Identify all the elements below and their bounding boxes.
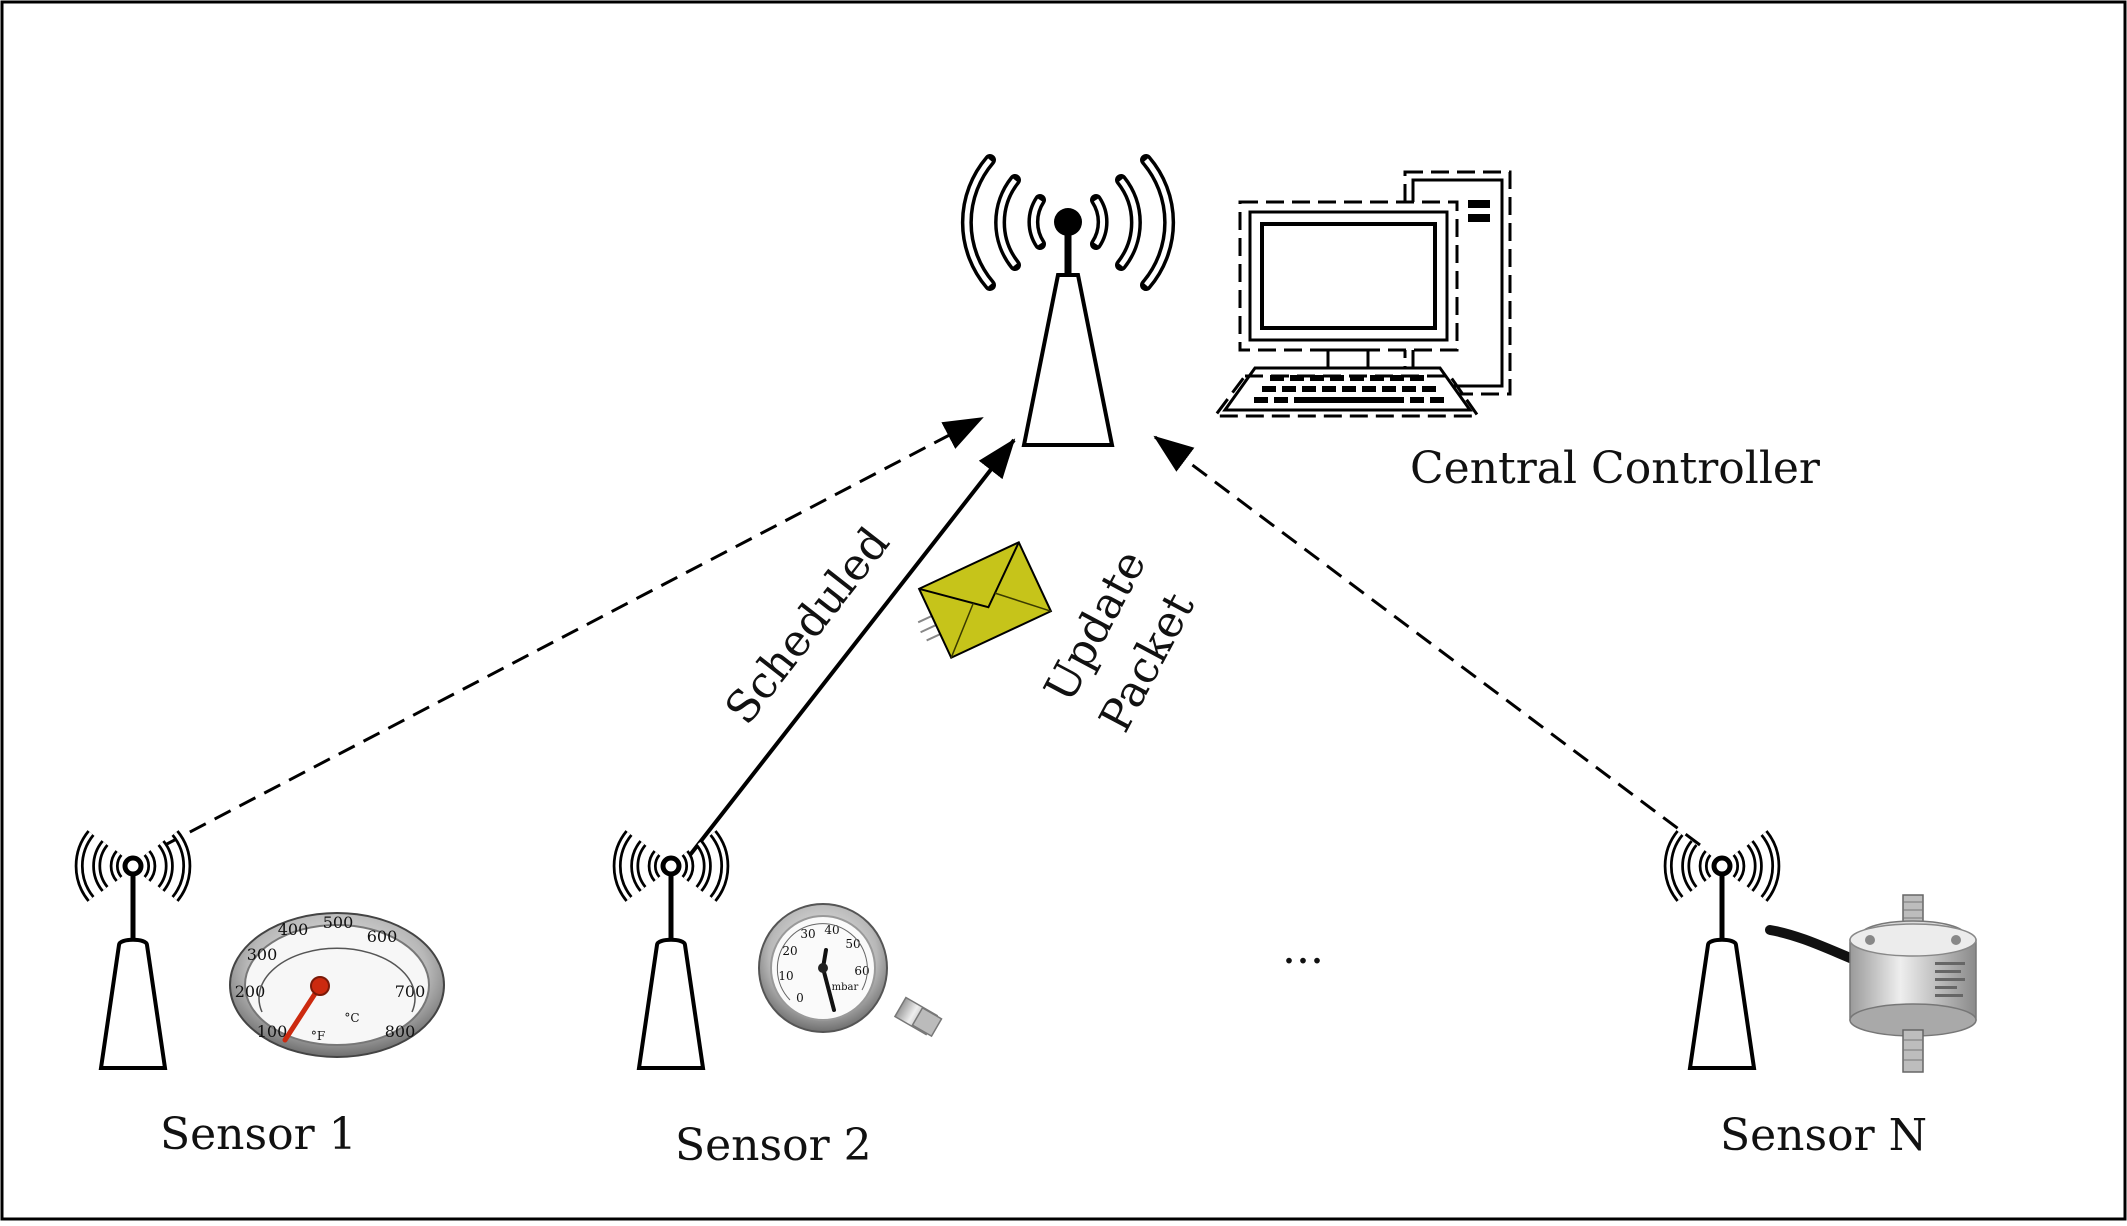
base-station-icon <box>960 154 1176 447</box>
load-cell-icon <box>1765 894 1977 1073</box>
sensor-1-antenna-icon <box>74 830 192 1070</box>
thermo-tick-400: 400 <box>278 920 309 939</box>
computer-icon <box>1212 170 1512 418</box>
pressure-unit: mbar <box>832 982 859 993</box>
thermo-tick-100: 100 <box>257 1022 288 1041</box>
scheduled-link-sensor-2-to-base <box>688 438 1016 857</box>
thermo-tick-500: 500 <box>323 913 354 932</box>
pressure-tick-10: 10 <box>778 969 793 983</box>
more-sensors-ellipsis: ... <box>1282 923 1324 974</box>
thermometer-needle <box>282 983 323 1043</box>
update-packet-envelope-icon <box>917 540 1053 660</box>
thermo-unit-c: °C <box>344 1011 359 1025</box>
thermo-tick-700: 700 <box>395 982 426 1001</box>
central-controller-label: Central Controller <box>1410 443 1821 494</box>
thermo-tick-300: 300 <box>247 945 278 964</box>
pressure-tick-50: 50 <box>845 937 860 951</box>
link-sensor-n-to-base <box>1153 435 1701 847</box>
thermo-tick-200: 200 <box>235 982 266 1001</box>
link-sensor-1-to-base <box>164 416 984 847</box>
sensor-2-label: Sensor 2 <box>675 1120 872 1171</box>
pressure-tick-0: 0 <box>796 991 804 1005</box>
pressure-tick-30: 30 <box>800 927 815 941</box>
thermometer-gauge-icon: 100 200 300 400 500 600 700 800 °F °C <box>229 912 445 1058</box>
thermo-unit-f: °F <box>311 1029 325 1043</box>
sensor-2-antenna-icon <box>612 830 730 1070</box>
sensor-1-label: Sensor 1 <box>160 1109 357 1160</box>
pressure-gauge-icon: 0 10 20 30 40 50 60 mbar <box>758 903 943 1038</box>
thermo-tick-800: 800 <box>385 1022 416 1041</box>
thermo-tick-600: 600 <box>367 927 398 946</box>
pressure-tick-40: 40 <box>824 923 839 937</box>
pressure-needle <box>821 966 836 1012</box>
sensor-n-label: Sensor N <box>1720 1110 1927 1161</box>
sensor-n-antenna-icon <box>1663 830 1781 1070</box>
pressure-tick-60: 60 <box>854 964 869 978</box>
pressure-tick-20: 20 <box>782 944 797 958</box>
